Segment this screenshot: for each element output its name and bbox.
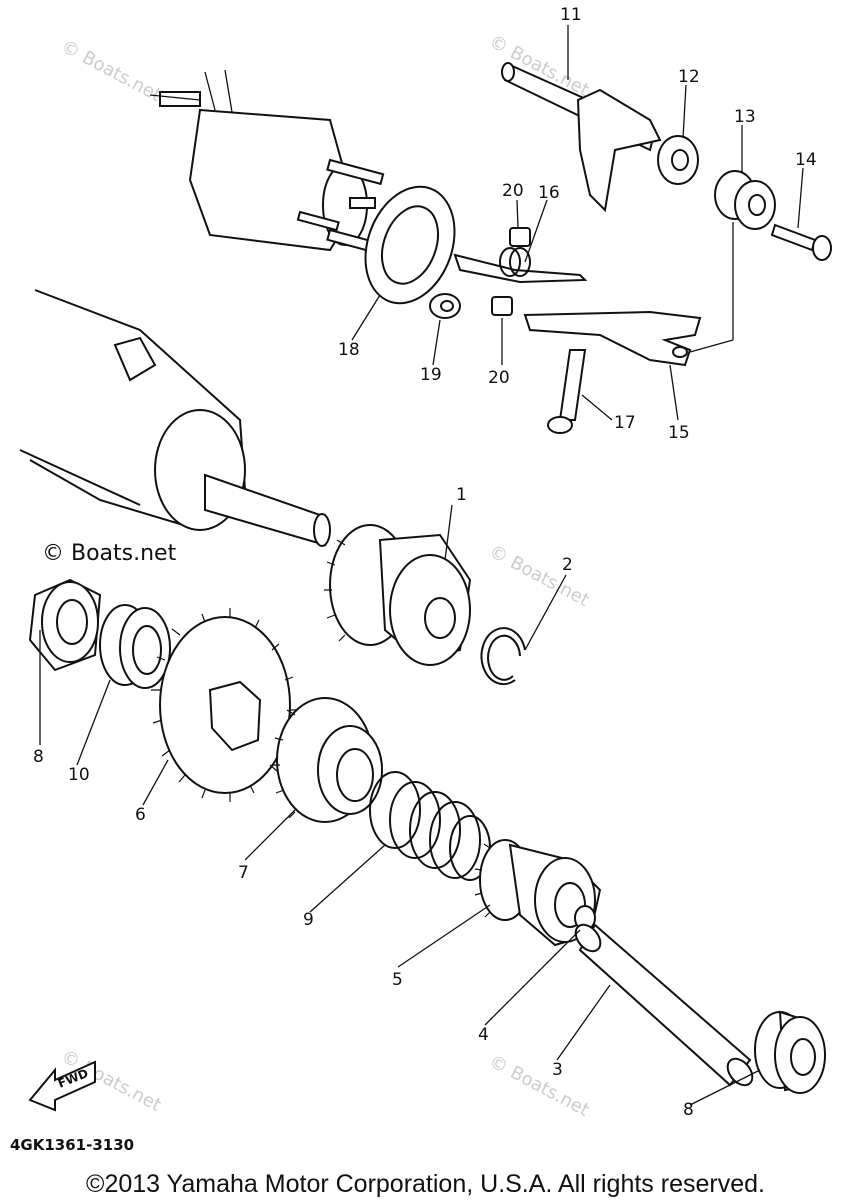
starter-motor-part bbox=[19, 289, 331, 547]
exploded-view-svg: © Boats.net © Boats.net © Boats.net © Bo… bbox=[19, 5, 832, 1121]
callout-5: 5 bbox=[392, 970, 403, 990]
callout-7: 7 bbox=[238, 863, 249, 883]
nut-part bbox=[429, 293, 461, 319]
gasket-part bbox=[364, 185, 456, 305]
lever-plate-part bbox=[523, 310, 702, 367]
leader-lines bbox=[39, 25, 804, 1106]
callout-10: 10 bbox=[68, 765, 90, 785]
callout-17: 17 bbox=[614, 413, 636, 433]
callout-4: 4 bbox=[478, 1025, 489, 1045]
watermark: © Boats.net bbox=[486, 541, 593, 611]
idle-gear-large-part bbox=[151, 608, 299, 802]
callout-14: 14 bbox=[795, 150, 817, 170]
starter-relay-part bbox=[149, 69, 385, 254]
watermark-dark: © Boats.net bbox=[42, 541, 177, 566]
callout-8-right: 8 bbox=[683, 1100, 694, 1120]
callout-12: 12 bbox=[678, 67, 700, 87]
callout-1: 1 bbox=[456, 485, 467, 505]
callout-13: 13 bbox=[734, 107, 756, 127]
callout-3: 3 bbox=[552, 1060, 563, 1080]
lever-shaft-part bbox=[501, 62, 662, 213]
circlip-part bbox=[480, 627, 526, 686]
clutch-gear-part bbox=[324, 524, 472, 666]
bearing-part bbox=[28, 578, 102, 672]
idle-gear-part bbox=[272, 697, 383, 823]
collar-small-part bbox=[491, 227, 531, 316]
callout-8-left: 8 bbox=[33, 747, 44, 767]
callout-20-bottom: 20 bbox=[488, 368, 510, 388]
callout-6: 6 bbox=[135, 805, 146, 825]
callout-18: 18 bbox=[338, 340, 360, 360]
callout-19: 19 bbox=[420, 365, 442, 385]
shaft-part bbox=[574, 923, 754, 1087]
callout-11: 11 bbox=[560, 5, 582, 25]
watermark: © Boats.net bbox=[58, 36, 165, 106]
bolt-part bbox=[770, 223, 832, 261]
callout-2: 2 bbox=[562, 555, 573, 575]
copyright-notice: ©2013 Yamaha Motor Corporation, U.S.A. A… bbox=[86, 1170, 765, 1198]
spacer-part bbox=[714, 170, 776, 230]
spring-part bbox=[453, 247, 588, 284]
watermark: © Boats.net bbox=[486, 1051, 593, 1121]
collar-part bbox=[657, 135, 699, 185]
bearing-part bbox=[754, 1010, 826, 1094]
callout-20-top: 20 bbox=[502, 181, 524, 201]
fwd-arrow: FWD bbox=[28, 1060, 96, 1112]
callout-15: 15 bbox=[668, 423, 690, 443]
pin-bolt-part bbox=[547, 349, 587, 434]
diagram-code: 4GK1361-3130 bbox=[10, 1136, 135, 1154]
compression-spring-part bbox=[369, 771, 491, 881]
callout-9: 9 bbox=[303, 910, 314, 930]
callout-labels: 1 2 3 4 5 6 7 8 8 9 10 11 12 13 14 15 16… bbox=[33, 5, 817, 1120]
oil-seal-part bbox=[99, 604, 171, 689]
callout-16: 16 bbox=[538, 183, 560, 203]
